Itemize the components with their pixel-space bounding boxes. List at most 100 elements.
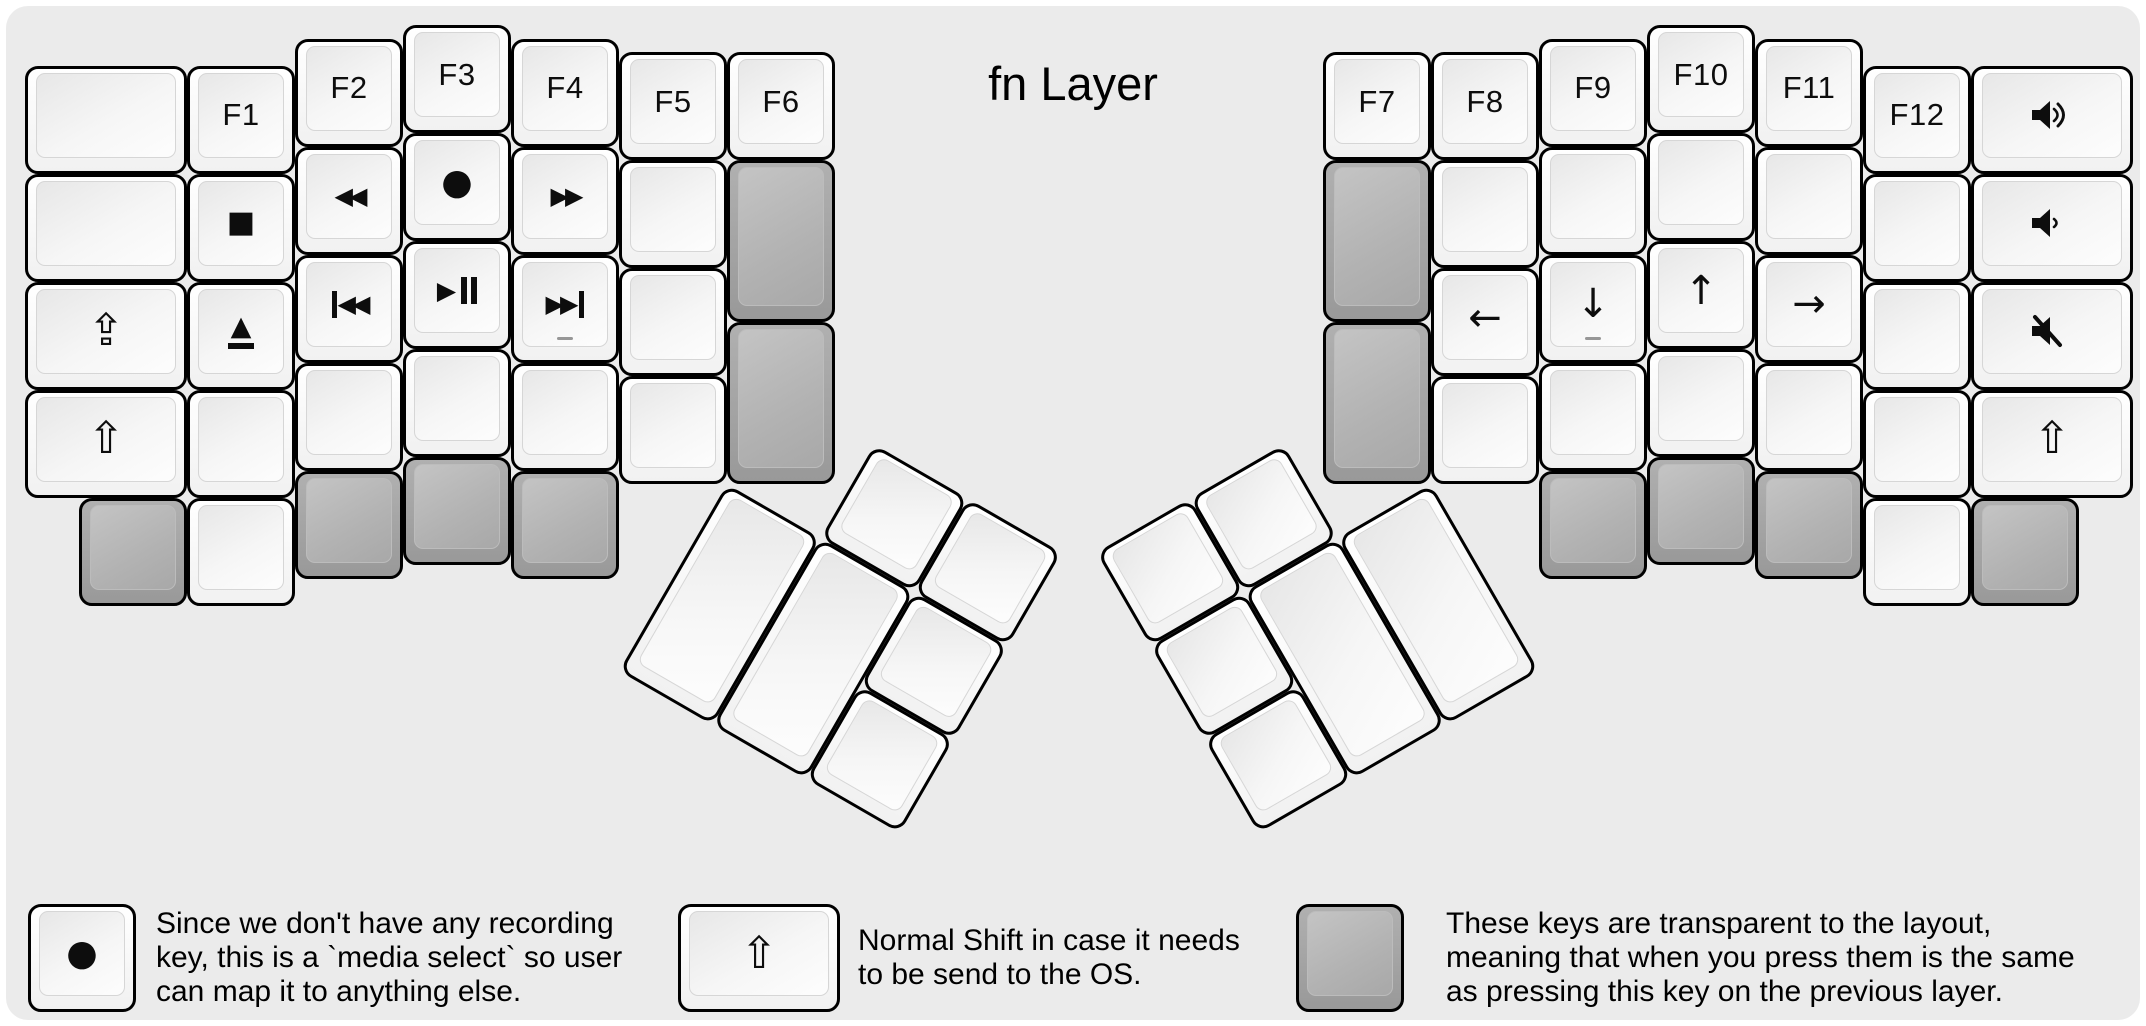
key-blank[interactable] [1863,281,1971,390]
keycap-top: F4 [522,45,608,131]
key-prev-track[interactable]: ◀◀ [295,254,403,363]
key-blank[interactable] [25,65,187,174]
key-blank[interactable] [1863,497,1971,606]
key-f3[interactable]: F3 [403,25,511,133]
key-transparent[interactable] [1296,904,1404,1012]
key-blank[interactable] [1431,160,1539,268]
key-blank[interactable] [1863,389,1971,498]
keycap-top [738,167,824,306]
key-record[interactable]: ● [28,904,136,1012]
key-blank[interactable] [1755,362,1863,471]
keycap-top [1658,464,1744,549]
key-transparent[interactable] [1539,470,1647,579]
key-record[interactable]: ● [403,133,511,241]
shift-icon: ⇧ [87,413,125,464]
key-shift[interactable]: ⇧ [25,389,187,498]
key-blank[interactable] [187,497,295,606]
key-label: F11 [1782,70,1836,105]
key-volume-down[interactable] [1971,173,2133,282]
key-label: F12 [1889,97,1945,132]
key-rewind[interactable]: ◀◀ [295,146,403,255]
keycap-top [1874,504,1960,590]
key-f11[interactable]: F11 [1755,38,1863,147]
key-f7[interactable]: F7 [1323,52,1431,160]
keycap-top [1874,180,1960,266]
key-transparent[interactable] [727,322,835,484]
key-transparent[interactable] [1323,160,1431,322]
bar-shape [461,277,468,304]
key-blank[interactable] [187,389,295,498]
key-blank[interactable] [1431,376,1539,484]
keycap-top: ▶ [414,248,500,333]
key-blank[interactable] [619,160,727,268]
keycap-top: ▲ [198,288,284,374]
next-track-icon: ▶▶ [546,290,585,318]
legend-line: meaning that when you press them is the … [1446,941,2075,974]
key-play-pause[interactable]: ▶ [403,241,511,349]
key-arrow-down[interactable]: ↓ [1539,254,1647,363]
key-fast-forward[interactable]: ▶▶ [511,146,619,255]
key-transparent[interactable] [403,457,511,565]
key-f12[interactable]: F12 [1863,65,1971,174]
key-transparent[interactable] [727,160,835,322]
bar-shape [331,290,337,318]
key-transparent[interactable] [511,470,619,579]
key-f5[interactable]: F5 [619,52,727,160]
keycap-top: F12 [1874,72,1960,158]
key-blank[interactable] [1863,173,1971,282]
key-volume-up[interactable] [1971,65,2133,174]
keycap-top [306,477,392,563]
keycap-top: F2 [306,45,392,131]
bar-shape [471,277,478,304]
key-arrow-up[interactable]: ↑ [1647,241,1755,349]
key-shift[interactable]: ⇧ [678,904,840,1012]
key-transparent[interactable] [295,470,403,579]
layer-title: fn Layer [988,57,1158,110]
key-transparent[interactable] [1971,497,2079,606]
key-f6[interactable]: F6 [727,52,835,160]
key-f9[interactable]: F9 [1539,38,1647,147]
key-blank[interactable] [295,362,403,471]
key-f8[interactable]: F8 [1431,52,1539,160]
keycap-top [1334,329,1420,468]
key-blank[interactable] [25,173,187,282]
key-blank[interactable] [619,376,727,484]
key-blank[interactable] [403,349,511,457]
key-blank[interactable] [1755,146,1863,255]
key-next-track[interactable]: ▶▶ [511,254,619,363]
key-eject[interactable]: ▲ [187,281,295,390]
keycap-top [1658,356,1744,441]
key-arrow-right[interactable]: → [1755,254,1863,363]
key-label: F10 [1673,56,1729,92]
key-label: F7 [1358,83,1396,119]
key-f1[interactable]: F1 [187,65,295,174]
record-icon: ● [441,161,473,203]
key-transparent[interactable] [1755,470,1863,579]
key-f10[interactable]: F10 [1647,25,1755,133]
key-blank[interactable] [1647,349,1755,457]
key-arrow-left[interactable]: ← [1431,268,1539,376]
key-caps-shift[interactable]: ⇪ [25,281,187,390]
keycap-top [1334,167,1420,306]
key-blank[interactable] [1647,133,1755,241]
volume-up-icon [2027,97,2077,133]
key-transparent[interactable] [79,497,187,606]
keycap-top [1982,288,2122,374]
key-blank[interactable] [1539,362,1647,471]
key-blank[interactable] [1539,146,1647,255]
keycap-top [1766,477,1852,563]
key-transparent[interactable] [1323,322,1431,484]
keycap-top [36,72,176,158]
key-transparent[interactable] [1647,457,1755,565]
key-blank[interactable] [619,268,727,376]
key-stop[interactable]: ■ [187,173,295,282]
shift-icon: ⇧ [740,927,778,979]
key-f2[interactable]: F2 [295,38,403,147]
key-volume-mute[interactable] [1971,281,2133,390]
key-blank[interactable] [511,362,619,471]
key-shift[interactable]: ⇧ [1971,389,2133,498]
keycap-top: ■ [198,180,284,266]
key-f4[interactable]: F4 [511,38,619,147]
